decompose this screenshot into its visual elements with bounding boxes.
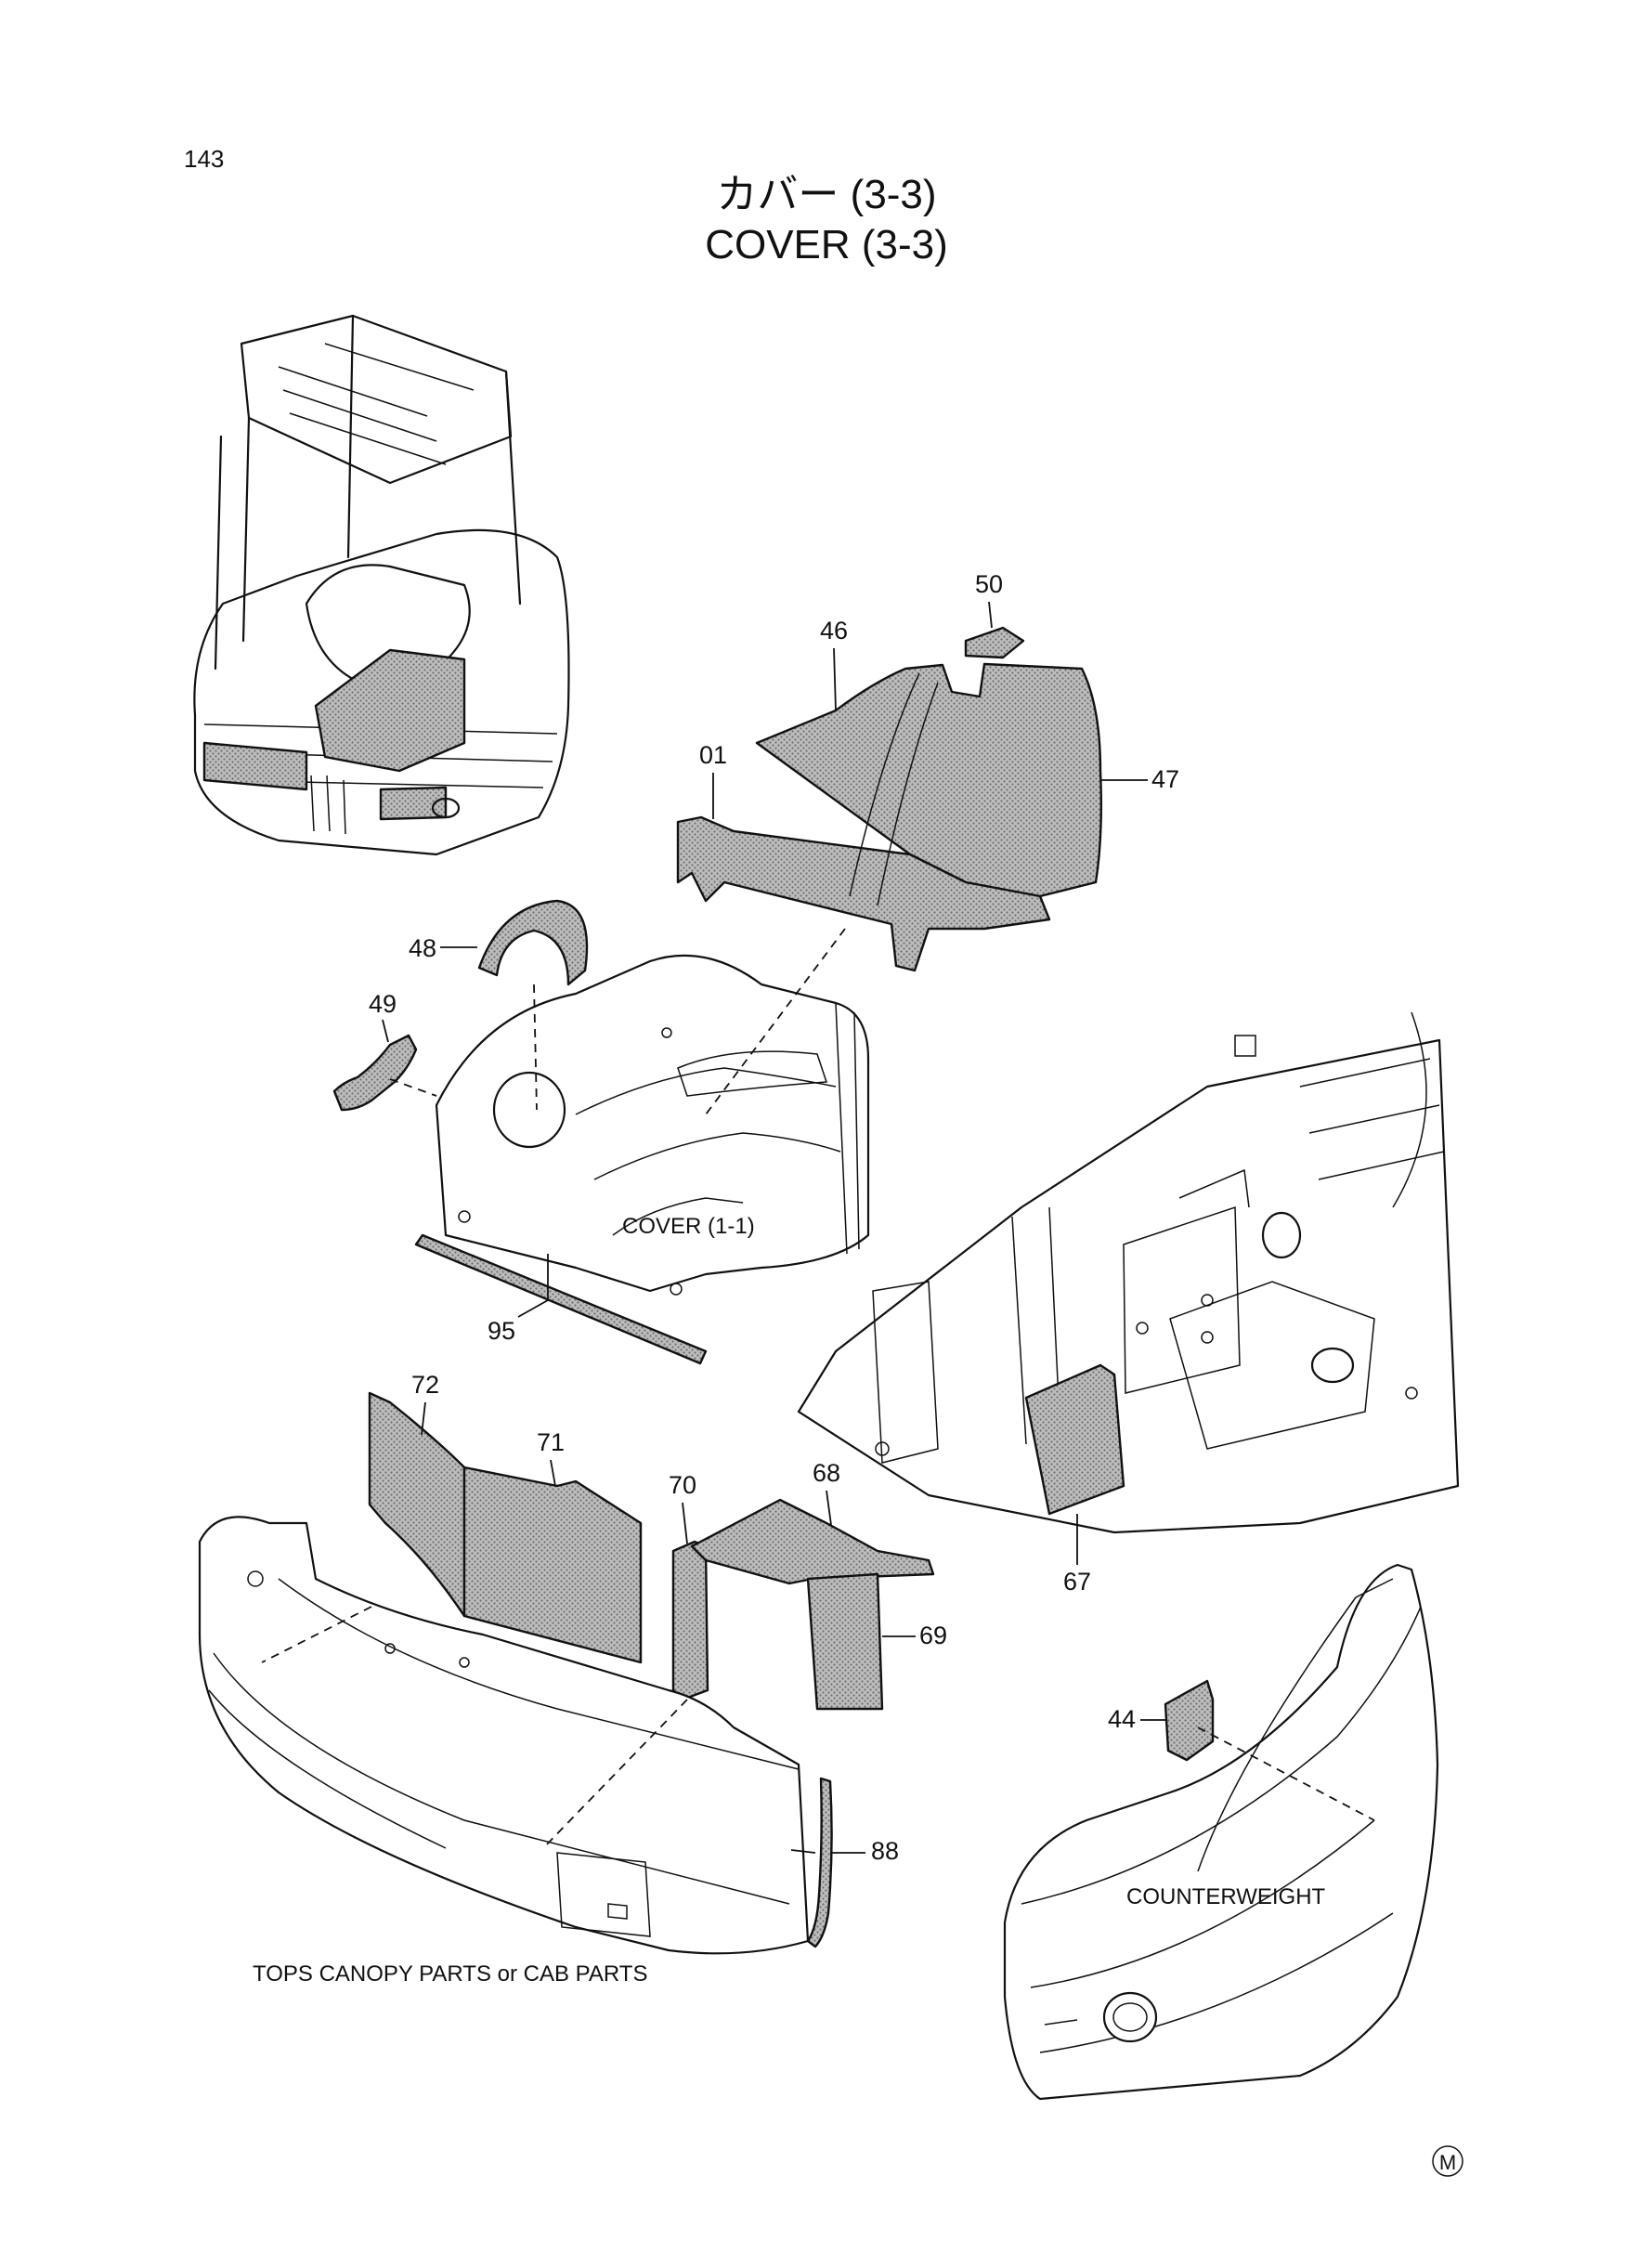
callout-46: 46 — [820, 617, 848, 645]
title-english: COVER (3-3) — [705, 222, 948, 267]
callout-50: 50 — [975, 570, 1003, 598]
title-japanese: カバー (3-3) — [716, 172, 936, 217]
callout-70: 70 — [669, 1471, 696, 1499]
callout-88: 88 — [871, 1837, 899, 1865]
part-88-vertical-strip — [806, 1777, 833, 1948]
part-49-curved-strip — [332, 1034, 418, 1112]
page-number: 143 — [184, 145, 224, 173]
upper-frame-illustration — [797, 1011, 1460, 1534]
tops-canopy-label: TOPS CANOPY PARTS or CAB PARTS — [253, 1961, 647, 1987]
counterweight-label: COUNTERWEIGHT — [1126, 1884, 1326, 1909]
callout-44: 44 — [1108, 1705, 1136, 1733]
part-67-frame-pad — [1024, 1363, 1125, 1516]
callout-71: 71 — [537, 1428, 565, 1456]
part-46-47-upper-cover — [755, 662, 1103, 898]
part-95-weather-strip — [414, 1233, 708, 1365]
callout-72: 72 — [411, 1371, 439, 1399]
part-44-block — [1164, 1679, 1215, 1762]
cover-1-1-label: COVER (1-1) — [622, 1214, 755, 1239]
callout-67: 67 — [1063, 1568, 1091, 1596]
callout-68: 68 — [813, 1459, 840, 1487]
part-71-pad — [462, 1466, 643, 1664]
part-01-lower-support — [676, 815, 1051, 972]
part-69-side-plate — [806, 1572, 884, 1711]
callout-49: 49 — [369, 990, 397, 1018]
part-72-long-pad — [368, 1391, 466, 1618]
trademark-mark: M — [1439, 2151, 1456, 2174]
callout-48: 48 — [409, 934, 436, 962]
excavator-overview-illustration — [193, 314, 570, 856]
callout-69: 69 — [919, 1622, 947, 1649]
counterweight-illustration — [1003, 1563, 1439, 2101]
rear-cover-illustration — [198, 1516, 810, 1955]
callout-01: 01 — [699, 741, 727, 769]
part-68-top-plate — [690, 1498, 935, 1585]
part-50-small-wedge — [964, 626, 1025, 659]
part-48-arch-seal — [477, 899, 589, 986]
callout-95: 95 — [488, 1317, 515, 1345]
callout-47: 47 — [1151, 765, 1179, 793]
cover-1-1-illustration — [435, 954, 870, 1296]
part-70-narrow-pad — [671, 1540, 709, 1701]
